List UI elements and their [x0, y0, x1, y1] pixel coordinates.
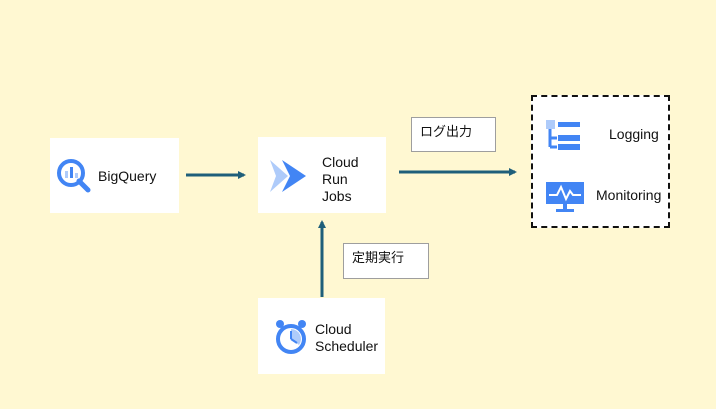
cloud-run-label-line-3: Jobs [322, 188, 352, 204]
cloud-run-icon [270, 160, 306, 192]
observability-group: Logging Monitoring [531, 95, 670, 228]
bigquery-label: BigQuery [98, 168, 157, 184]
cloud-scheduler-label-line-2: Scheduler [315, 338, 379, 354]
bigquery-icon [57, 159, 91, 193]
cloud-scheduler-label-line-1: Cloud [315, 321, 352, 337]
logging-icon [546, 120, 580, 150]
bigquery-node[interactable]: BigQuery [50, 138, 179, 213]
monitoring-icon [546, 182, 584, 212]
note-log-output: ログ出力 [411, 117, 496, 152]
logging-label: Logging [609, 126, 659, 142]
cloud-run-label-line-1: Cloud [322, 154, 359, 170]
note-scheduled-run: 定期実行 [343, 243, 429, 279]
monitoring-label: Monitoring [596, 187, 662, 203]
cloud-scheduler-icon [276, 320, 306, 354]
cloud-scheduler-node[interactable]: Cloud Scheduler [258, 298, 385, 374]
cloud-run-jobs-node[interactable]: Cloud Run Jobs [258, 137, 386, 213]
cloud-run-label-line-2: Run [322, 171, 348, 187]
